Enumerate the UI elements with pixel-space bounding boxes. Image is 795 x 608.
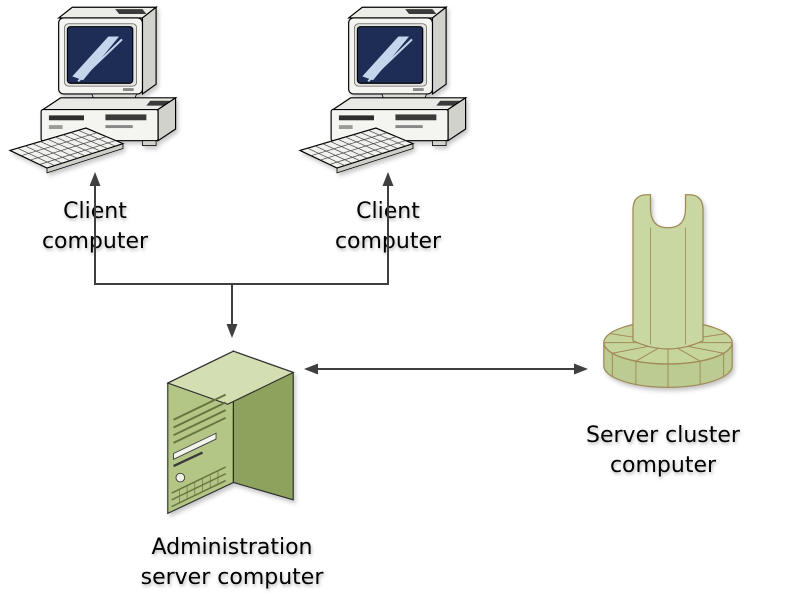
keyboard-keys bbox=[17, 129, 116, 166]
arrow-admin-cluster bbox=[304, 363, 588, 375]
node-client1 bbox=[8, 4, 198, 180]
tower-slats bbox=[173, 393, 227, 444]
tower-top-face bbox=[166, 350, 295, 405]
monitor-vent bbox=[405, 9, 437, 15]
case-vent bbox=[436, 100, 460, 106]
case-vent bbox=[146, 100, 170, 106]
tower-vent-grid bbox=[171, 466, 226, 508]
tower-power-button bbox=[175, 472, 186, 483]
monitor-button bbox=[122, 88, 134, 92]
node-admin-server bbox=[158, 330, 303, 523]
node-server-cluster bbox=[590, 185, 746, 399]
cluster-column bbox=[632, 194, 704, 350]
cluster-column-panels bbox=[650, 227, 686, 345]
keyboard-keys bbox=[307, 129, 406, 166]
server-cluster-icon bbox=[603, 194, 733, 388]
screen-glare bbox=[72, 36, 120, 81]
cluster-rim-segments bbox=[611, 353, 725, 388]
client1-label: Client computer bbox=[41, 199, 149, 254]
screen-glare bbox=[362, 36, 410, 81]
node-client2 bbox=[298, 4, 488, 180]
server-tower-icon bbox=[166, 350, 295, 515]
tower-small-slot bbox=[173, 451, 204, 468]
floppy-slot bbox=[48, 115, 84, 121]
monitor-button bbox=[412, 88, 424, 92]
floppy-slot bbox=[338, 115, 374, 121]
crt-monitor bbox=[346, 6, 448, 100]
crt-monitor bbox=[56, 6, 158, 100]
monitor-vent bbox=[115, 9, 147, 15]
admin-server-label: Administration server computer bbox=[140, 535, 324, 590]
tower-drive-slot bbox=[173, 432, 217, 460]
desktop-computer-icon bbox=[298, 6, 468, 174]
server-cluster-label: Server cluster computer bbox=[586, 423, 740, 478]
desktop-computer-icon bbox=[8, 6, 178, 174]
keyboard bbox=[298, 127, 415, 174]
client2-label: Client computer bbox=[334, 199, 442, 254]
drive-bay bbox=[105, 114, 147, 121]
drive-bay bbox=[395, 114, 437, 121]
keyboard bbox=[8, 127, 125, 174]
